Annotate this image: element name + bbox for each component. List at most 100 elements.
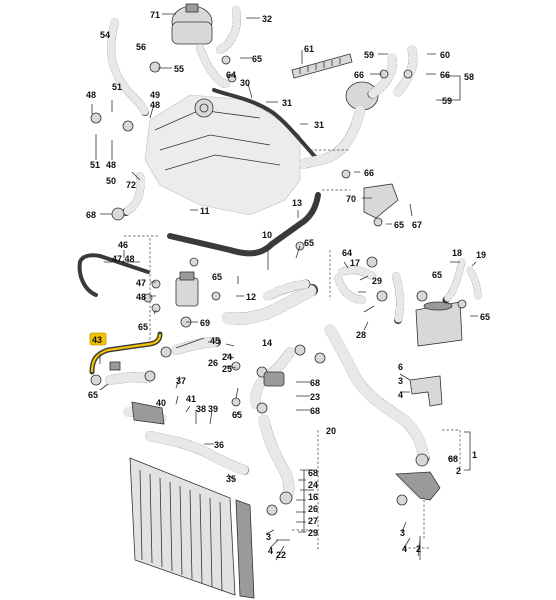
label-41: 41 — [186, 394, 196, 404]
label-48: 48 — [86, 90, 96, 100]
label-58: 58 — [464, 72, 474, 82]
label-68: 68 — [310, 406, 320, 416]
label-24: 24 — [308, 480, 318, 490]
callout-43[interactable]: 43 — [89, 332, 107, 346]
engine-block — [144, 94, 301, 216]
oil-cooler — [415, 301, 463, 347]
label-2: 2 — [416, 544, 421, 554]
label-68: 68 — [448, 454, 458, 464]
level-sensor — [291, 53, 353, 79]
label-66: 66 — [354, 70, 364, 80]
label-65: 65 — [432, 270, 442, 280]
label-32: 32 — [262, 14, 272, 24]
label-38: 38 — [196, 404, 206, 414]
label-26: 26 — [308, 504, 318, 514]
label-10: 10 — [262, 230, 272, 240]
part-labels: 71 32 54 56 55 65 64 61 59 60 66 66 58 5… — [86, 10, 490, 560]
label-64: 64 — [226, 70, 236, 80]
label-4: 4 — [268, 546, 273, 556]
mounting-bracket — [409, 375, 443, 407]
highlighted-hose-43[interactable] — [89, 331, 163, 375]
label-6: 6 — [398, 362, 403, 372]
label-23: 23 — [310, 392, 320, 402]
label-17: 17 — [350, 258, 360, 268]
label-20: 20 — [326, 426, 336, 436]
label-39: 39 — [208, 404, 218, 414]
label-3: 3 — [400, 528, 405, 538]
label-46: 46 — [118, 240, 128, 250]
label-47: 47 — [136, 278, 146, 288]
label-11: 11 — [200, 206, 210, 216]
label-71: 71 — [150, 10, 160, 20]
label-48: 48 — [106, 160, 116, 170]
label-16: 16 — [308, 492, 318, 502]
label-12: 12 — [246, 292, 256, 302]
label-27: 27 — [308, 516, 318, 526]
label-13: 13 — [292, 198, 302, 208]
label-1: 1 — [472, 450, 477, 460]
label-3: 3 — [266, 532, 271, 542]
label-65: 65 — [394, 220, 404, 230]
label-22: 22 — [276, 550, 286, 560]
label-3: 3 — [398, 376, 403, 386]
label-51: 51 — [112, 82, 122, 92]
label-65: 65 — [88, 390, 98, 400]
label-43: 43 — [92, 335, 102, 345]
label-67: 67 — [412, 220, 422, 230]
label-70: 70 — [346, 194, 356, 204]
label-45: 45 — [210, 336, 220, 346]
label-26: 26 — [208, 358, 218, 368]
label-64: 64 — [342, 248, 352, 258]
label-35: 35 — [226, 474, 236, 484]
label-65: 65 — [232, 410, 242, 420]
label-31: 31 — [282, 98, 292, 108]
label-66: 66 — [440, 70, 450, 80]
label-29: 29 — [372, 276, 382, 286]
label-59: 59 — [364, 50, 374, 60]
label-69: 69 — [200, 318, 210, 328]
label-40: 40 — [156, 398, 166, 408]
label-50: 50 — [106, 176, 116, 186]
label-68: 68 — [310, 378, 320, 388]
expansion-tank — [171, 3, 213, 45]
label-37: 37 — [176, 376, 186, 386]
label-2: 2 — [456, 466, 461, 476]
label-25: 25 — [222, 364, 232, 374]
label-51: 51 — [90, 160, 100, 170]
label-68: 68 — [86, 210, 96, 220]
label-56: 56 — [136, 42, 146, 52]
label-65: 65 — [138, 322, 148, 332]
label-28: 28 — [356, 330, 366, 340]
label-65: 65 — [480, 312, 490, 322]
label-54: 54 — [100, 30, 110, 40]
leader-lines — [91, 13, 478, 561]
label-29: 29 — [308, 528, 318, 538]
label-65: 65 — [252, 54, 262, 64]
label-68: 68 — [308, 468, 318, 478]
label-55: 55 — [174, 64, 184, 74]
label-48: 48 — [150, 100, 160, 110]
radiator — [129, 457, 255, 599]
label-65: 65 — [304, 238, 314, 248]
label-19: 19 — [476, 250, 486, 260]
coolant-flange — [363, 183, 399, 219]
coolant-pump — [175, 271, 199, 307]
label-18: 18 — [452, 248, 462, 258]
label-36: 36 — [214, 440, 224, 450]
label-61: 61 — [304, 44, 314, 54]
label-24: 24 — [222, 352, 232, 362]
label-14: 14 — [262, 338, 272, 348]
label-60: 60 — [440, 50, 450, 60]
label-66: 66 — [364, 168, 374, 178]
label-30: 30 — [240, 78, 250, 88]
hoses — [77, 6, 482, 504]
label-4: 4 — [402, 544, 407, 554]
label-4: 4 — [398, 390, 403, 400]
label-31: 31 — [314, 120, 324, 130]
label-47-48: 47,48 — [112, 254, 135, 264]
label-59: 59 — [442, 96, 452, 106]
label-49: 49 — [150, 90, 160, 100]
label-65: 65 — [212, 272, 222, 282]
